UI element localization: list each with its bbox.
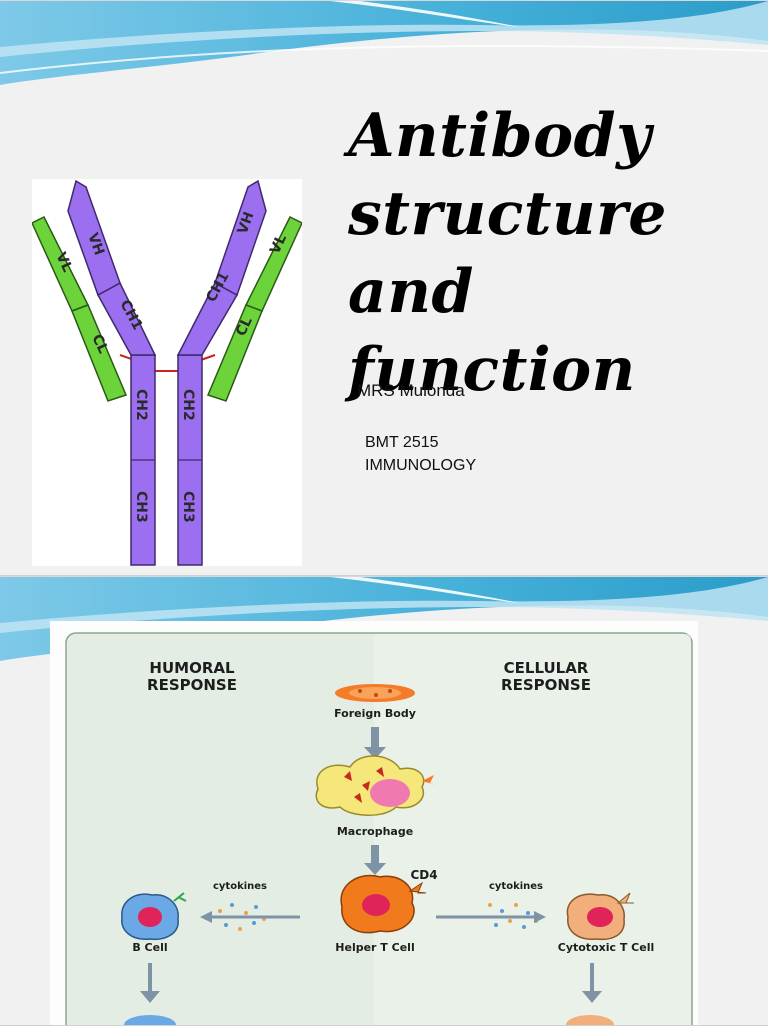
helper-t-cell-label: Helper T Cell <box>335 941 414 954</box>
cytokines-left-label: cytokines <box>213 881 267 892</box>
label-ch2-left: CH2 <box>133 389 149 421</box>
arrow-head-1 <box>364 747 386 759</box>
label-vh-right: VH <box>235 210 258 237</box>
heavy-chain-left <box>67 179 157 566</box>
humoral-heading-line1: HUMORAL <box>149 659 235 677</box>
course-info: BMT 2515 IMMUNOLOGY <box>365 431 476 477</box>
arrow-head-right <box>534 911 546 923</box>
antibody-diagram: VH VH VL VL CH1 CH1 CL CL CH2 CH2 CH3 CH… <box>31 179 303 566</box>
label-vh-left: VH <box>84 231 107 258</box>
light-chain-left <box>31 215 128 402</box>
b-cell-icon <box>121 892 187 941</box>
cellular-half <box>374 634 691 1025</box>
label-ch3-left: CH3 <box>133 491 149 523</box>
header-swoosh <box>0 1 768 85</box>
label-cl-right: CL <box>233 314 256 338</box>
arrow-head-bcell-down <box>140 991 160 1003</box>
slide-title: Antibody structure and function <box>348 101 667 405</box>
header-swoosh <box>0 577 768 661</box>
activated-cytotoxic-partial-icon <box>566 1015 614 1025</box>
cd4-label: CD4 <box>410 868 437 882</box>
label-vl-right: VL <box>267 232 290 257</box>
course-name: IMMUNOLOGY <box>365 457 477 474</box>
label-ch2-right: CH2 <box>180 389 196 421</box>
slide-2: HUMORAL RESPONSE CELLULAR RESPONSE Forei… <box>0 576 768 1026</box>
label-cl-left: CL <box>88 332 111 356</box>
course-code: BMT 2515 <box>365 434 439 451</box>
slide-1: VH VH VL VL CH1 CH1 CL CL CH2 CH2 CH3 CH… <box>0 0 768 576</box>
cytotoxic-t-cell-label: Cytotoxic T Cell <box>558 941 655 954</box>
heavy-chain-right <box>176 179 267 566</box>
arrow-head-left <box>200 911 212 923</box>
foreign-body-label: Foreign Body <box>334 707 416 720</box>
immune-response-figure: HUMORAL RESPONSE CELLULAR RESPONSE Forei… <box>50 621 698 1025</box>
cellular-heading-line2: RESPONSE <box>501 676 591 694</box>
antibody-structure-graphic: VH VH VL VL CH1 CH1 CL CL CH2 CH2 CH3 CH… <box>31 179 303 566</box>
cytotoxic-t-cell-icon <box>566 892 634 941</box>
arrow-head-cytotoxic-down <box>582 991 602 1003</box>
light-chain-right <box>206 215 303 402</box>
macrophage-label: Macrophage <box>337 825 413 838</box>
label-vl-left: VL <box>52 250 75 275</box>
author-name: MRS Mulonda <box>357 381 465 400</box>
immune-response-diagram: HUMORAL RESPONSE CELLULAR RESPONSE Forei… <box>65 632 693 1025</box>
helper-t-cell-icon <box>340 874 427 934</box>
cellular-heading-line1: CELLULAR <box>504 659 589 677</box>
macrophage-icon <box>315 755 436 816</box>
cytokines-right-label: cytokines <box>489 881 543 892</box>
humoral-heading-line2: RESPONSE <box>147 676 237 694</box>
plasma-cell-partial-icon <box>124 1015 176 1025</box>
b-cell-label: B Cell <box>132 941 167 954</box>
arrow-head-2 <box>364 863 386 875</box>
label-ch3-right: CH3 <box>180 491 196 523</box>
foreign-body-icon <box>335 684 415 702</box>
